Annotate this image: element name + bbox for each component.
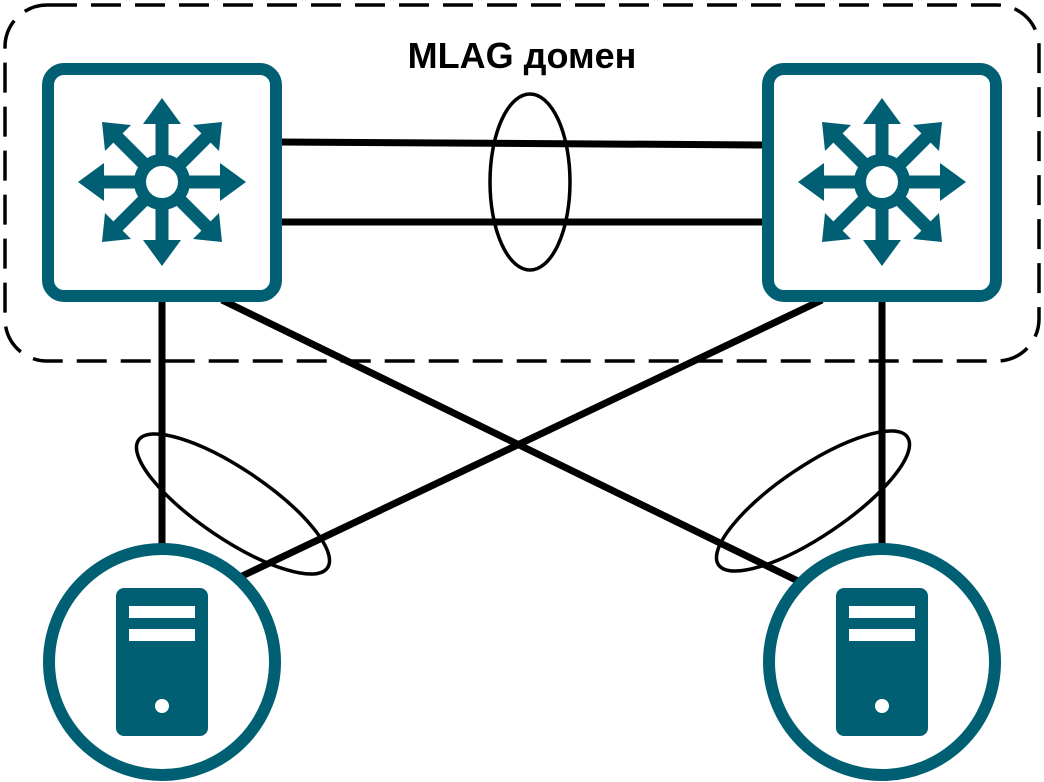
server-left[interactable] bbox=[43, 543, 281, 781]
layer3-switch-icon bbox=[78, 98, 246, 266]
link-switch-right-server-left bbox=[236, 296, 824, 582]
layer3-switch-icon bbox=[798, 98, 966, 266]
server-left-bundle-ellipse bbox=[134, 432, 332, 576]
server-tower-icon bbox=[836, 588, 928, 736]
server-right-bundle-ellipse bbox=[714, 429, 912, 573]
peer-link-top bbox=[277, 138, 769, 149]
mlag-domain-boundary bbox=[3, 3, 1041, 363]
switch-left[interactable] bbox=[42, 63, 282, 302]
link-switch-left-server-right bbox=[220, 296, 802, 586]
domain-label: MLAG домен bbox=[408, 35, 637, 76]
peer-link-bundle-ellipse bbox=[488, 92, 572, 272]
switch-right[interactable] bbox=[762, 63, 1002, 302]
server-right[interactable] bbox=[763, 543, 1001, 781]
server-tower-icon bbox=[116, 588, 208, 736]
